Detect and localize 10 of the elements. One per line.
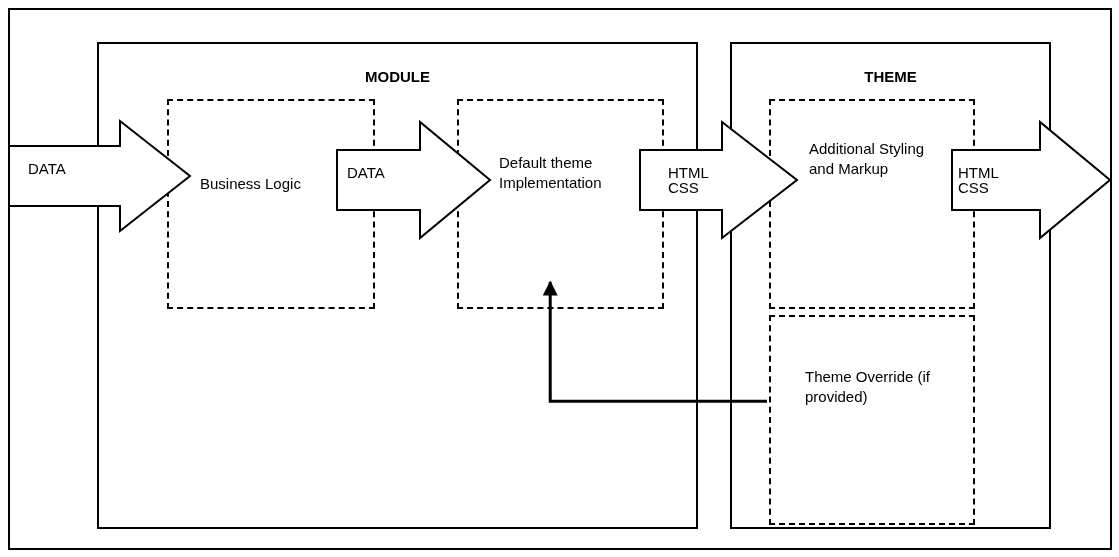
dashed-box [769,315,975,525]
node-label: Theme Override (if provided) [805,367,932,407]
block-arrow [8,118,192,234]
block-arrow [336,119,492,241]
arrow [542,280,767,403]
node-label: Default theme Implementation [499,153,603,193]
node-label: THEME [863,67,918,87]
node-label: MODULE [364,67,431,87]
node-label: Business Logic [200,174,301,194]
node-label: Additional Styling and Markup [809,139,926,179]
